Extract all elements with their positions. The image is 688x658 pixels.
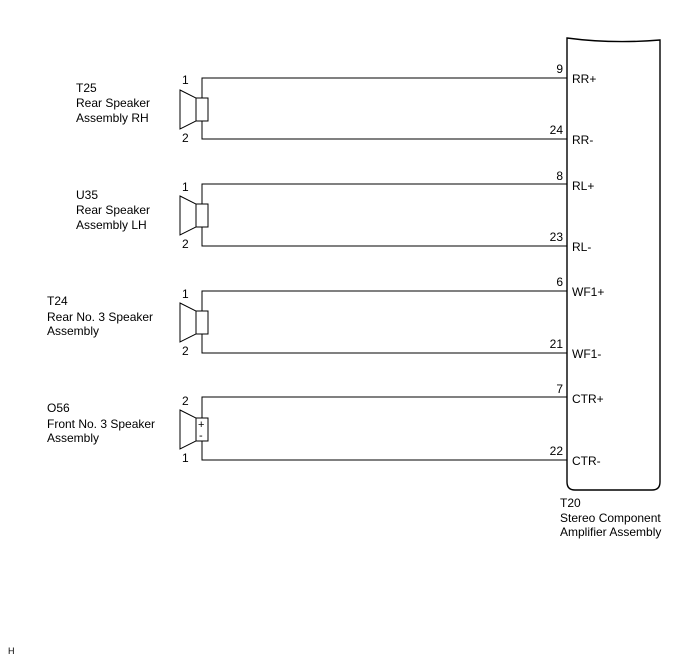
amp-pin-number-rl-plus: 8 — [556, 169, 563, 183]
speaker-name-line1: Rear No. 3 Speaker — [47, 310, 153, 324]
speaker-t25: T25 Rear Speaker Assembly RH 1 2 — [76, 73, 567, 145]
wire-negative — [201, 227, 567, 247]
speaker-code: T24 — [47, 294, 68, 308]
speaker-name-line2: Assembly RH — [76, 111, 149, 125]
speaker-name-line2: Assembly LH — [76, 218, 147, 232]
speaker-icon — [179, 302, 209, 343]
terminal-bottom-number: 2 — [182, 131, 189, 145]
wire-positive — [201, 77, 567, 98]
speaker-code: U35 — [76, 188, 98, 202]
amp-pin-number-rr-minus: 24 — [550, 123, 564, 137]
terminal-bottom-number: 2 — [182, 237, 189, 251]
amp-pin-number-wf1-minus: 21 — [550, 337, 564, 351]
speaker-name-line2: Assembly — [47, 431, 99, 445]
amp-pin-label-rl-minus: RL- — [572, 240, 591, 254]
wire-positive — [201, 183, 567, 204]
speaker-o56: O56 Front No. 3 Speaker Assembly + - 2 1 — [47, 394, 567, 465]
wire-negative — [201, 334, 567, 354]
speaker-icon — [179, 89, 209, 130]
amplifier-code: T20 — [560, 496, 581, 510]
polarity-plus: + — [198, 419, 204, 431]
speaker-name-line1: Rear Speaker — [76, 203, 150, 217]
wire-negative — [201, 441, 567, 461]
speaker-code: T25 — [76, 81, 97, 95]
amp-pin-number-ctr-minus: 22 — [550, 444, 564, 458]
amp-pin-number-wf1-plus: 6 — [556, 275, 563, 289]
amp-pin-label-rr-minus: RR- — [572, 133, 593, 147]
polarity-minus: - — [199, 430, 203, 442]
speaker-name-line2: Assembly — [47, 324, 99, 338]
amp-pin-label-ctr-minus: CTR- — [572, 454, 601, 468]
speaker-icon — [179, 195, 209, 236]
speaker-name-line1: Rear Speaker — [76, 96, 150, 110]
amp-pin-label-rl-plus: RL+ — [572, 179, 594, 193]
amp-pin-number-rr-plus: 9 — [556, 62, 563, 76]
wire-positive — [201, 396, 567, 418]
speaker-t24: T24 Rear No. 3 Speaker Assembly 1 2 — [47, 287, 567, 358]
amp-pin-label-wf1-plus: WF1+ — [572, 285, 604, 299]
amp-pin-label-ctr-plus: CTR+ — [572, 392, 604, 406]
terminal-top-number: 1 — [182, 287, 189, 301]
footer-mark: H — [8, 646, 15, 656]
amp-pin-number-rl-minus: 23 — [550, 230, 564, 244]
amp-pin-label-wf1-minus: WF1- — [572, 347, 601, 361]
amplifier-name-line1: Stereo Component — [560, 511, 661, 525]
amplifier-body — [566, 37, 661, 491]
wire-positive — [201, 290, 567, 311]
terminal-top-number: 1 — [182, 73, 189, 87]
terminal-bottom-number: 2 — [182, 344, 189, 358]
amp-pin-label-rr-plus: RR+ — [572, 72, 596, 86]
wire-negative — [201, 121, 567, 140]
terminal-bottom-number: 1 — [182, 451, 189, 465]
terminal-top-number: 2 — [182, 394, 189, 408]
speaker-name-line1: Front No. 3 Speaker — [47, 417, 155, 431]
terminal-top-number: 1 — [182, 180, 189, 194]
speaker-u35: U35 Rear Speaker Assembly LH 1 2 — [76, 180, 567, 251]
amp-pin-number-ctr-plus: 7 — [556, 382, 563, 396]
amplifier-name-line2: Amplifier Assembly — [560, 525, 661, 539]
speaker-code: O56 — [47, 401, 70, 415]
